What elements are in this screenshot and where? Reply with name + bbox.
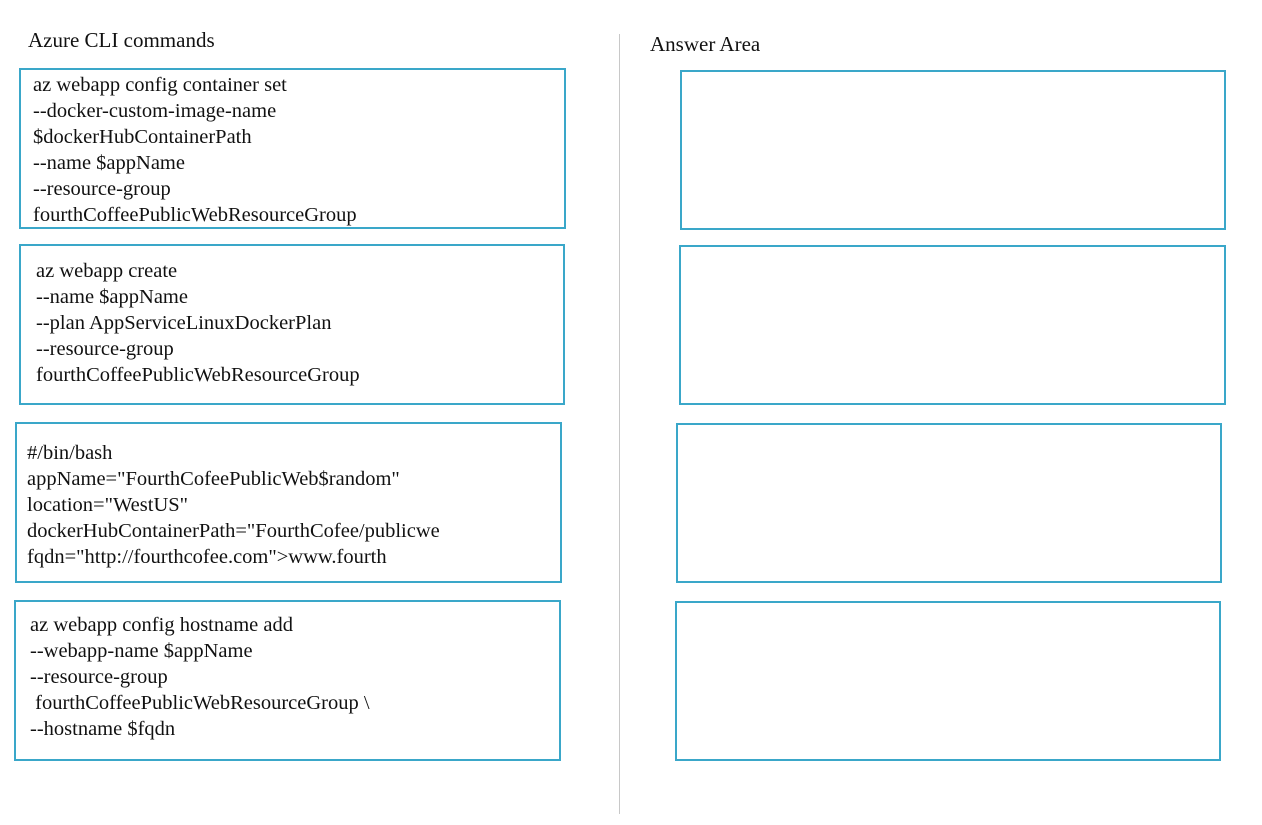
command-line: --resource-group — [30, 666, 168, 688]
command-line: fourthCoffeePublicWebResourceGroup — [36, 364, 360, 386]
azure-cli-commands-heading: Azure CLI commands — [28, 28, 215, 52]
command-line: fourthCoffeePublicWebResourceGroup — [33, 204, 357, 226]
command-box-webapp-create[interactable]: az webapp create --name $appName --plan … — [19, 244, 565, 405]
command-box-container-set[interactable]: az webapp config container set --docker-… — [19, 68, 566, 229]
command-line: $dockerHubContainerPath — [33, 126, 252, 148]
command-line: appName="FourthCofeePublicWeb$random" — [27, 468, 400, 490]
command-line: --resource-group — [33, 178, 171, 200]
command-line: --plan AppServiceLinuxDockerPlan — [36, 312, 332, 334]
answer-slot-1[interactable] — [680, 70, 1226, 230]
answer-slot-4[interactable] — [675, 601, 1221, 761]
command-box-hostname-add[interactable]: az webapp config hostname add --webapp-n… — [14, 600, 561, 761]
command-line: --name $appName — [36, 286, 188, 308]
command-line: dockerHubContainerPath="FourthCofee/publ… — [27, 520, 440, 542]
command-line: --docker-custom-image-name — [33, 100, 277, 122]
command-line: --name $appName — [33, 152, 185, 174]
answer-slot-2[interactable] — [679, 245, 1226, 405]
command-line: az webapp config container set — [33, 74, 287, 96]
command-line: az webapp create — [36, 260, 178, 282]
command-line: az webapp config hostname add — [30, 614, 293, 636]
command-line: --resource-group — [36, 338, 174, 360]
answer-area-heading: Answer Area — [650, 32, 761, 56]
command-line: --hostname $fqdn — [30, 718, 176, 740]
command-line: --webapp-name $appName — [30, 640, 253, 662]
panel-divider — [619, 34, 620, 814]
command-line: location="WestUS" — [27, 494, 189, 516]
command-line: fourthCoffeePublicWebResourceGroup \ — [30, 692, 370, 714]
command-box-bash-variables[interactable]: #/bin/bash appName="FourthCofeePublicWeb… — [15, 422, 562, 583]
command-line: #/bin/bash — [27, 442, 113, 464]
command-line: fqdn="http://fourthcofee.com">www.fourth — [27, 546, 387, 568]
answer-slot-3[interactable] — [676, 423, 1222, 583]
